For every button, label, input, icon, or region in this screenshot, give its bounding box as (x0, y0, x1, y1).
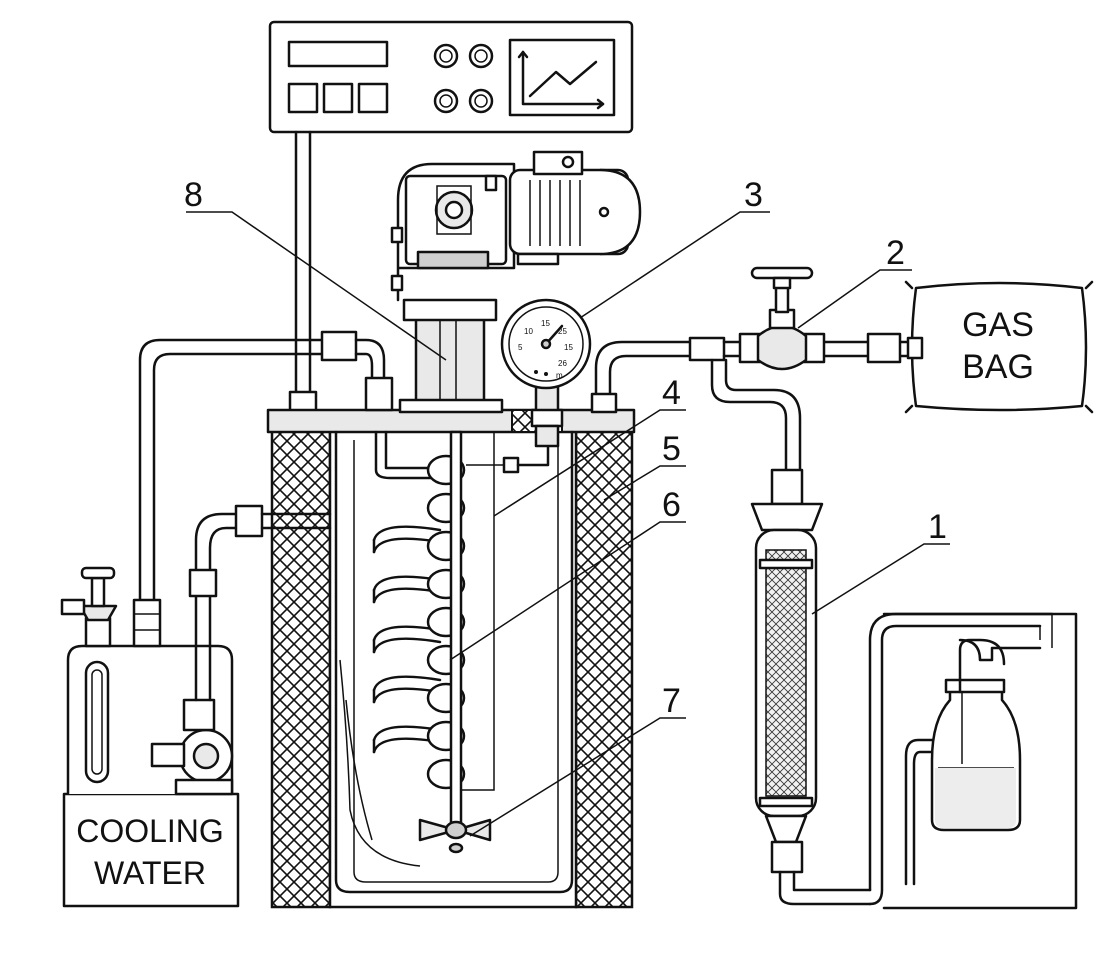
label-6: 6 (662, 486, 681, 524)
gas-piping (590, 332, 914, 472)
gauge-tick-2: 10 (524, 327, 533, 336)
wash-bottle-icon (868, 612, 1078, 910)
cooling-piping (132, 330, 394, 702)
control-panel-icon (268, 20, 634, 134)
reactor-lid (266, 408, 636, 434)
panel-cable (294, 130, 312, 397)
pressure-gauge-icon: 5 10 15 25 15 26 m (500, 298, 592, 448)
gearbox-icon (390, 162, 516, 414)
cooling-water-label-line1: COOLING (76, 813, 224, 849)
stirrer-shaft (449, 430, 463, 829)
callouts: 8 3 2 4 5 6 7 1 (184, 176, 950, 837)
gauge-tick-5: 15 (564, 343, 573, 352)
tap-valve-icon (60, 566, 118, 648)
gauge-tick-4: 25 (558, 327, 567, 336)
gauge-tick-1: 5 (518, 343, 523, 352)
packed-column-icon (750, 468, 872, 906)
impeller-icon (418, 818, 492, 854)
gauge-unit: m (556, 371, 563, 380)
gauge-tick-3: 15 (541, 319, 550, 328)
gas-bag-icon: GAS BAG (904, 280, 1094, 414)
electric-motor-icon (508, 150, 642, 266)
gas-bag-label-line2: BAG (962, 348, 1034, 386)
label-5: 5 (662, 430, 681, 468)
label-8: 8 (184, 176, 203, 214)
gauge-tick-6: 26 (558, 359, 567, 368)
label-7: 7 (662, 682, 681, 720)
needle-valve-icon (738, 266, 826, 371)
reactor-vessel (334, 430, 574, 894)
label-3: 3 (744, 176, 763, 214)
gas-bag-label-line1: GAS (962, 306, 1034, 344)
centrifugal-pump-icon (150, 698, 234, 796)
label-4: 4 (662, 374, 681, 412)
label-2: 2 (886, 234, 905, 272)
cooling-water-label-line2: WATER (94, 855, 206, 891)
label-1: 1 (928, 508, 947, 546)
